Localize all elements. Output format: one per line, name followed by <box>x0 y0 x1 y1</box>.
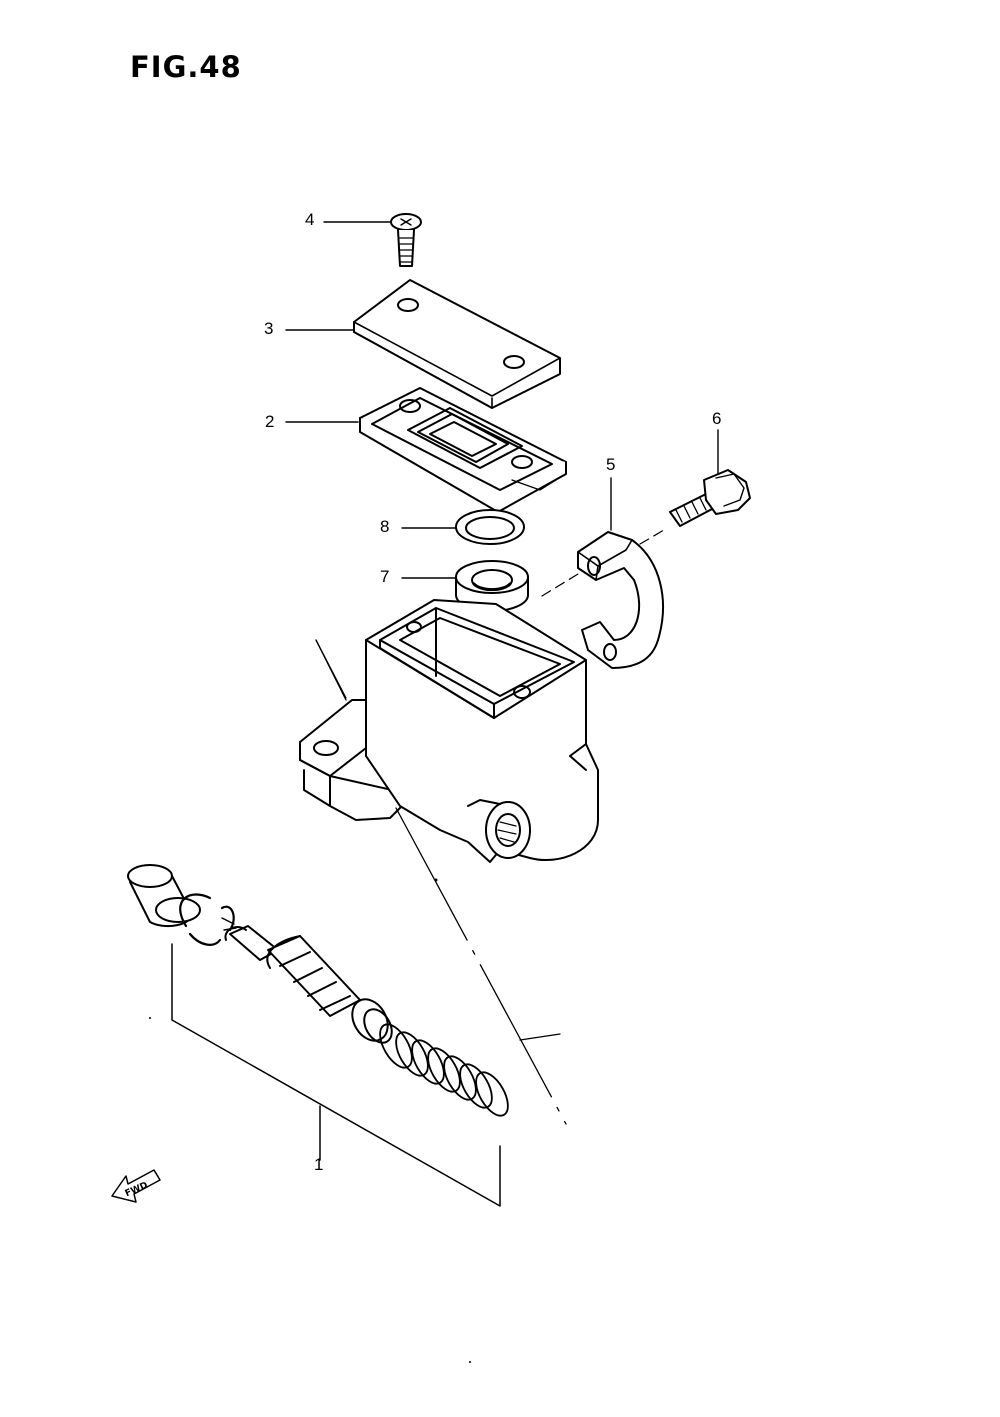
callout-8: 8 <box>380 517 390 536</box>
diaphragm-part-2 <box>285 387 567 513</box>
callout-2: 2 <box>265 412 275 431</box>
callout-3: 3 <box>264 319 274 338</box>
piston-set-part-1 <box>127 639 567 1207</box>
clamp-part-5 <box>541 477 665 669</box>
callout-7: 7 <box>380 567 390 586</box>
spring <box>379 1023 509 1117</box>
callout-5: 5 <box>606 455 616 474</box>
callout-6: 6 <box>712 409 722 428</box>
bolt-part-6 <box>669 429 751 527</box>
screw-part-4 <box>323 213 422 267</box>
callout-4: 4 <box>305 210 315 229</box>
master-cylinder-body <box>299 599 599 863</box>
reservoir-cap-part-3 <box>285 279 561 409</box>
plate-part-8 <box>401 509 525 545</box>
scan-dots <box>149 878 471 1363</box>
forward-direction-arrow: FWD <box>111 1169 161 1203</box>
callout-1: 1 <box>314 1155 324 1174</box>
figure-title: FIG.48 <box>130 50 242 84</box>
